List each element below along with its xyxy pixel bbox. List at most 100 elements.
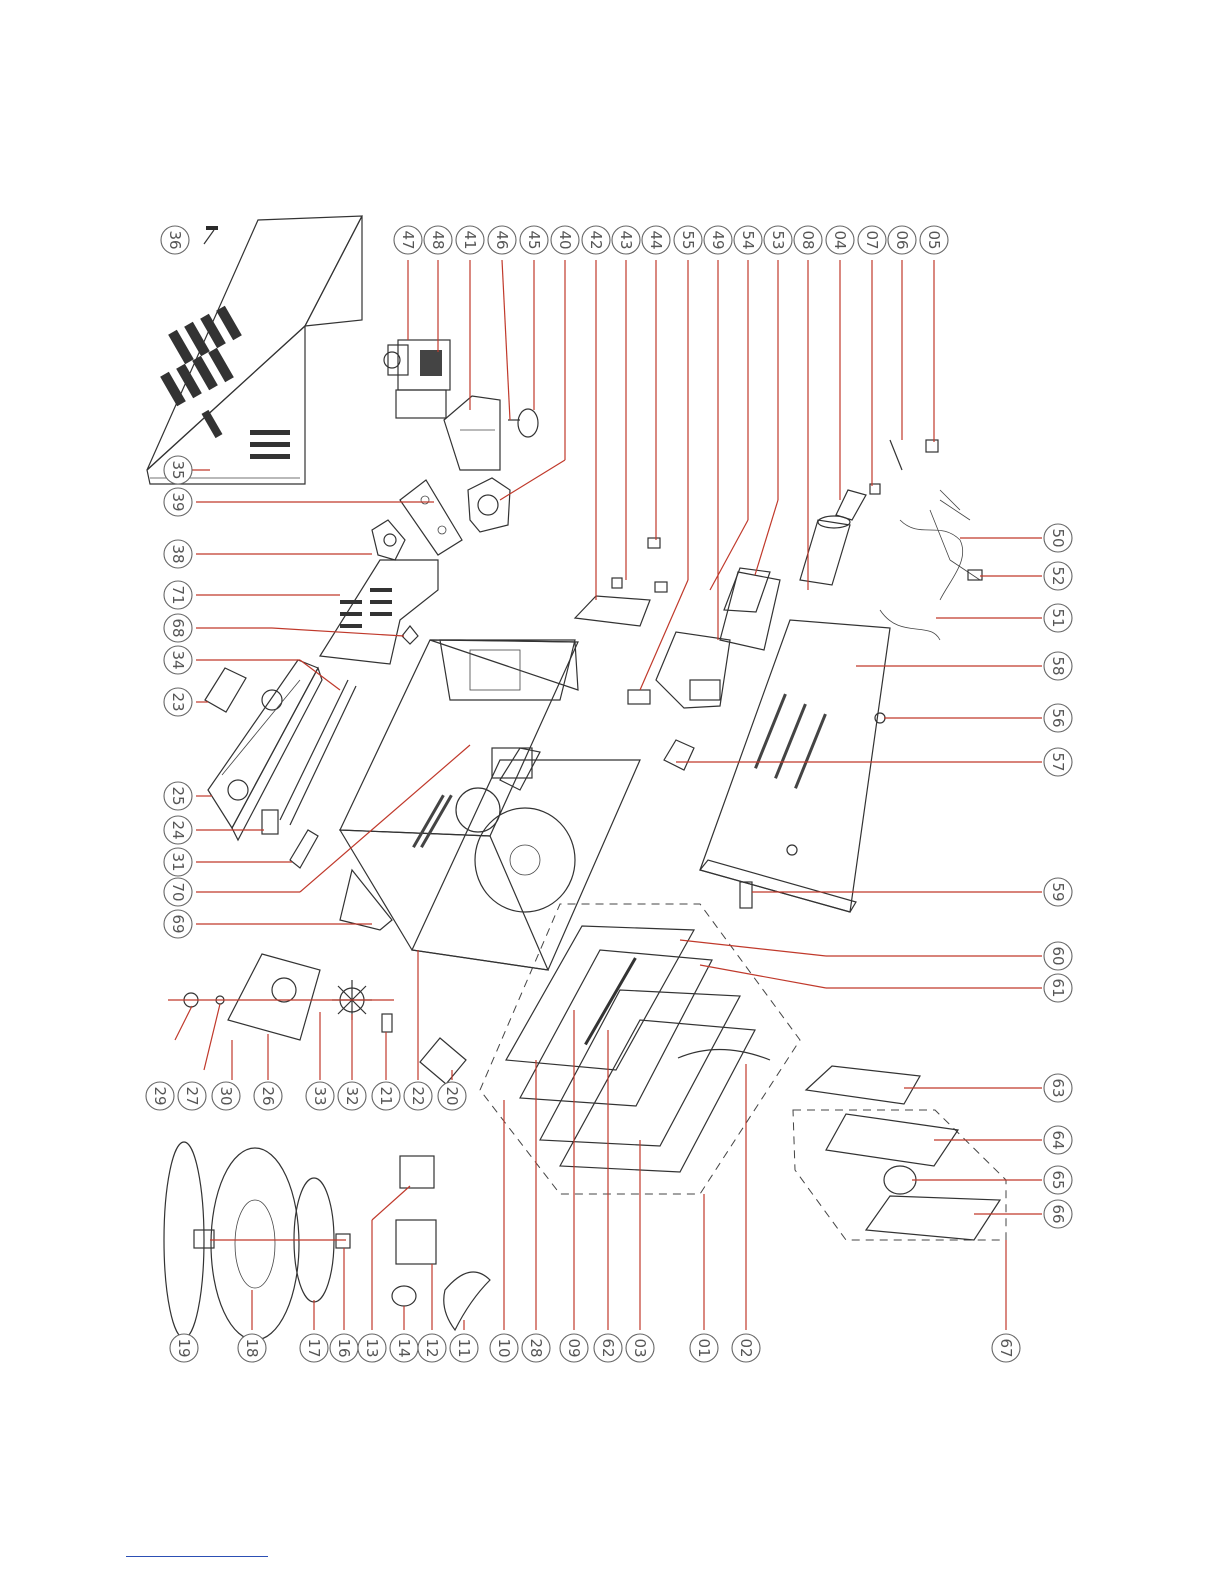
callout-51: 51 <box>1044 604 1072 632</box>
air-duct-panel <box>320 560 438 664</box>
callout-71: 71 <box>164 581 192 609</box>
svg-text:29: 29 <box>151 1086 169 1105</box>
callout-52: 52 <box>1044 562 1072 590</box>
svg-text:30: 30 <box>217 1086 235 1105</box>
svg-text:05: 05 <box>925 230 943 249</box>
callout-48: 48 <box>424 226 452 254</box>
callout-21: 21 <box>372 1082 400 1110</box>
callout-17: 17 <box>300 1334 328 1362</box>
callout-24: 24 <box>164 816 192 844</box>
svg-text:39: 39 <box>169 492 187 511</box>
callout-29: 29 <box>146 1082 174 1110</box>
reflector-31 <box>290 830 318 868</box>
callout-06: 06 <box>888 226 916 254</box>
svg-text:64: 64 <box>1049 1130 1067 1149</box>
turntable-motor <box>664 740 694 770</box>
callout-53: 53 <box>764 226 792 254</box>
hv-transformer <box>656 632 730 708</box>
base-plate <box>700 620 890 912</box>
callout-47: 47 <box>394 226 422 254</box>
svg-text:23: 23 <box>169 692 187 711</box>
callout-40: 40 <box>551 226 579 254</box>
svg-text:35: 35 <box>169 460 187 479</box>
callout-07: 07 <box>858 226 886 254</box>
thermal-fuse <box>508 409 538 437</box>
gasket-23 <box>205 668 246 712</box>
svg-text:66: 66 <box>1049 1204 1067 1223</box>
callout-08: 08 <box>794 226 822 254</box>
callout-45: 45 <box>520 226 548 254</box>
mica-sheet <box>420 1038 466 1084</box>
callout-09: 09 <box>560 1334 588 1362</box>
callout-02: 02 <box>732 1334 760 1362</box>
callout-32: 32 <box>338 1082 366 1110</box>
heater-tube <box>280 680 356 825</box>
turntable-support <box>164 1142 214 1338</box>
callout-55: 55 <box>674 226 702 254</box>
callout-69: 69 <box>164 910 192 938</box>
callout-67: 67 <box>992 1334 1020 1362</box>
interlock-switches <box>575 538 667 626</box>
callout-20: 20 <box>438 1082 466 1110</box>
svg-text:11: 11 <box>455 1338 473 1357</box>
svg-text:19: 19 <box>175 1338 193 1357</box>
svg-text:68: 68 <box>169 618 187 637</box>
svg-text:18: 18 <box>243 1338 261 1357</box>
footer-rule <box>126 1556 268 1557</box>
callout-61: 61 <box>1044 974 1072 1002</box>
fan-motor-38 <box>372 520 405 560</box>
svg-text:26: 26 <box>259 1086 277 1105</box>
svg-text:42: 42 <box>587 230 605 249</box>
outer-cabinet <box>147 216 362 484</box>
callout-60: 60 <box>1044 942 1072 970</box>
svg-text:62: 62 <box>599 1338 617 1357</box>
callout-12: 12 <box>418 1334 446 1362</box>
callout-68: 68 <box>164 614 192 642</box>
svg-text:02: 02 <box>737 1338 755 1357</box>
svg-text:03: 03 <box>631 1338 649 1357</box>
svg-text:34: 34 <box>169 650 187 669</box>
callout-38: 38 <box>164 540 192 568</box>
oven-cavity <box>340 640 640 970</box>
svg-text:63: 63 <box>1049 1078 1067 1097</box>
part-21 <box>382 1014 392 1032</box>
svg-text:58: 58 <box>1049 656 1067 675</box>
svg-text:50: 50 <box>1049 528 1067 547</box>
svg-text:27: 27 <box>183 1086 201 1105</box>
svg-text:46: 46 <box>493 230 511 249</box>
svg-text:55: 55 <box>679 230 697 249</box>
svg-text:61: 61 <box>1049 978 1067 997</box>
capacitor-bracket <box>836 440 938 520</box>
svg-text:20: 20 <box>443 1086 461 1105</box>
callout-05: 05 <box>920 226 948 254</box>
svg-text:57: 57 <box>1049 752 1067 771</box>
callout-58: 58 <box>1044 652 1072 680</box>
callout-46: 46 <box>488 226 516 254</box>
callout-63: 63 <box>1044 1074 1072 1102</box>
callout-01: 01 <box>690 1334 718 1362</box>
magnetron <box>384 340 450 418</box>
callout-66: 66 <box>1044 1200 1072 1228</box>
svg-text:14: 14 <box>395 1338 413 1357</box>
svg-text:65: 65 <box>1049 1170 1067 1189</box>
svg-text:04: 04 <box>831 230 849 249</box>
svg-text:28: 28 <box>527 1338 545 1357</box>
screw-68 <box>402 626 418 644</box>
svg-text:12: 12 <box>423 1338 441 1357</box>
callout-64: 64 <box>1044 1126 1072 1154</box>
svg-text:44: 44 <box>647 230 665 249</box>
callout-36: 36 <box>161 226 189 254</box>
foot-59 <box>740 882 752 908</box>
svg-text:56: 56 <box>1049 708 1067 727</box>
svg-text:07: 07 <box>863 230 881 249</box>
callout-49: 49 <box>704 226 732 254</box>
bracket-69 <box>340 870 392 930</box>
svg-text:31: 31 <box>169 852 187 871</box>
svg-text:06: 06 <box>893 230 911 249</box>
svg-text:71: 71 <box>169 585 187 604</box>
callout-41: 41 <box>456 226 484 254</box>
svg-text:38: 38 <box>169 544 187 563</box>
callout-11: 11 <box>450 1334 478 1362</box>
svg-text:22: 22 <box>409 1086 427 1105</box>
